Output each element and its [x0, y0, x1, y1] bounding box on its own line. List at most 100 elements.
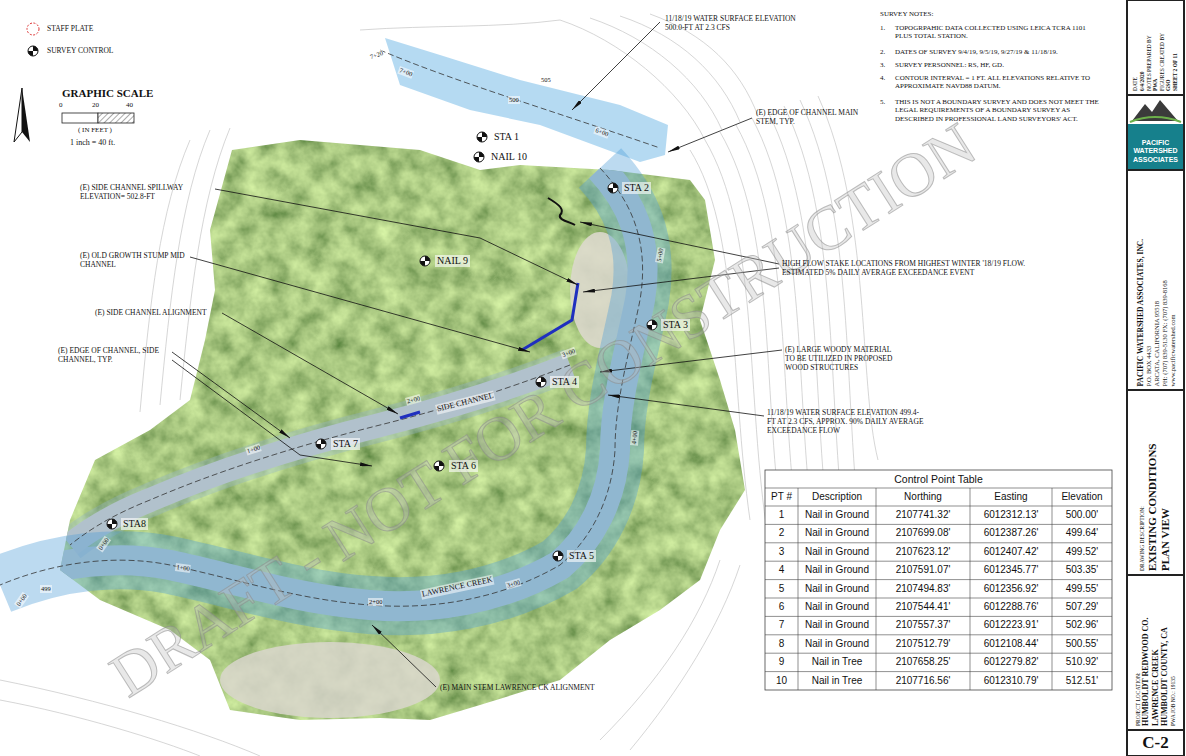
- table-cell: 2107544.41': [876, 598, 970, 616]
- title-block-text: PWA: [1152, 4, 1159, 91]
- map-text: 500: [508, 96, 520, 104]
- station-label: STA 2: [622, 182, 651, 194]
- table-cell: 500.55': [1052, 635, 1112, 653]
- table-cell: 6012312.13': [970, 506, 1052, 524]
- table-cell: 6012288.76': [970, 598, 1052, 616]
- title-block-text: LAWRENCE CREEK: [1151, 579, 1161, 726]
- annotation-text: (E) OLD GROWTH STUMP MID CHANNEL: [80, 251, 185, 269]
- annotation-text: (E) EDGE OF CHANNEL MAIN STEM, TYP.: [756, 108, 876, 126]
- annotation-text: CONTOUR INTERVAL = 1 FT. ALL ELEVATIONS …: [895, 74, 1095, 91]
- table-cell: 9: [765, 653, 798, 671]
- table-cell: 499.52': [1052, 543, 1112, 561]
- map-text: 499: [40, 585, 52, 593]
- table-cell: 2107716.56': [876, 672, 970, 690]
- table-header: Elevation: [1052, 488, 1112, 506]
- rotated-text-block: PROJECT LOCATION:HUMBOLDT REDWOOD CO.LAW…: [1130, 579, 1181, 726]
- drawing-description-box: DRAWING DESCRIPTION:EXISTING CONDITIONS …: [1127, 390, 1184, 575]
- table-title: Control Point Table: [765, 470, 1112, 488]
- station-label: STA 5: [567, 550, 596, 562]
- table-cell: 1: [765, 506, 798, 524]
- rotated-text-block: DATE6/4/2020NOTES PREPARED BYPWAFIGURES …: [1130, 4, 1181, 91]
- annotation-text: 2.: [880, 48, 885, 56]
- annotation-text: (E) SIDE CHANNEL SPILLWAY ELEVATION= 502…: [80, 183, 210, 201]
- title-block-text: DATE: [1132, 4, 1139, 91]
- table-header: PT #: [765, 488, 798, 506]
- rotated-text-block: PACIFIC WATERSHED ASSOCIATES, INC.P.O. B…: [1130, 174, 1181, 386]
- title-block-text: SHEET 2 OF 11: [1172, 4, 1179, 91]
- station-label: STA8: [121, 518, 148, 530]
- annotation-text: (E) LARGE WOODY MATERIAL TO BE UTILIZED …: [785, 345, 900, 372]
- map-text: 4+00: [630, 430, 639, 446]
- title-block-text: PACIFIC WATERSHED ASSOCIATES: [1130, 139, 1181, 164]
- annotation-text: 3.: [880, 61, 885, 69]
- annotation-text: ( IN FEET ): [78, 126, 112, 134]
- legend-label: STAFF PLATE: [47, 24, 93, 33]
- table-cell: 5: [765, 580, 798, 598]
- table-cell: 2: [765, 524, 798, 542]
- station-label: STA 7: [331, 438, 360, 450]
- table-cell: 6012356.92': [970, 580, 1052, 598]
- table-cell: 2107512.79': [876, 635, 970, 653]
- annotation-text: (E) MAIN STEM LAWRENCE CK ALIGNMENT: [440, 683, 595, 692]
- table-cell: 2107658.25': [876, 653, 970, 671]
- table-cell: Nail in Ground: [798, 524, 876, 542]
- station-label: NAIL 10: [489, 151, 529, 163]
- table-cell: Nail in Ground: [798, 506, 876, 524]
- legend-label: SURVEY CONTROL: [47, 46, 113, 55]
- title-block-text: DRAWING DESCRIPTION:: [1139, 394, 1146, 571]
- title-block-text: HUMBOLDT COUNTY, CA: [1160, 579, 1170, 726]
- table-cell: 507.29': [1052, 598, 1112, 616]
- title-block-text: P.O. BOX 4433: [1144, 174, 1152, 386]
- annotation-text: SURVEY NOTES:: [880, 10, 933, 18]
- table-cell: 512.51': [1052, 672, 1112, 690]
- table-cell: Nail in Tree: [798, 653, 876, 671]
- table-cell: 6012108.44': [970, 635, 1052, 653]
- table-cell: 6012387.26': [970, 524, 1052, 542]
- annotation-text: HIGH FLOW STAKE LOCATIONS FROM HIGHEST W…: [782, 259, 1027, 277]
- annotation-text: TOPOGRPAHIC DATA COLLECTED USING LEICA T…: [895, 24, 1095, 41]
- table-cell: Nail in Ground: [798, 543, 876, 561]
- table-cell: 503.35': [1052, 561, 1112, 579]
- table-cell: Nail in Ground: [798, 561, 876, 579]
- logo-box: PACIFIC WATERSHED ASSOCIATES: [1127, 95, 1184, 170]
- table-cell: 2107494.83': [876, 580, 970, 598]
- annotation-text: 0: [59, 101, 63, 109]
- annotation-text: 11/18/19 WATER SURFACE ELEVATION 499.4-F…: [767, 408, 927, 435]
- title-block-text: EXISTING CONDITIONS PLAN VIEW: [1146, 421, 1172, 571]
- map-text: 2+00: [368, 598, 383, 606]
- table-cell: 3: [765, 543, 798, 561]
- station-label: STA 6: [449, 460, 478, 472]
- table-cell: 510.92': [1052, 653, 1112, 671]
- annotation-text: (E) SIDE CHANNEL ALIGNMENT: [95, 308, 207, 317]
- table-cell: 2107557.37': [876, 616, 970, 634]
- table-cell: 2107623.12': [876, 543, 970, 561]
- title-block-text: C-2: [1142, 733, 1168, 753]
- table-cell: 2107591.07': [876, 561, 970, 579]
- title-block-text: PWA JOB NO.: 19135: [1170, 579, 1177, 726]
- table-cell: 7: [765, 616, 798, 634]
- station-label: NAIL 9: [435, 255, 470, 267]
- title-block-text: GSO: [1165, 4, 1172, 91]
- station-label: STA 3: [661, 319, 690, 331]
- title-block-text: PH: (707) 839-5130 FX: (707) 839-8168: [1160, 174, 1168, 386]
- annotation-text: SURVEY PERSONNEL: RS, HF, GD.: [895, 61, 1004, 69]
- title-block-text: FIGURES CREATED BY: [1159, 4, 1166, 91]
- title-block-text: NOTES PREPARED BY: [1146, 4, 1153, 91]
- table-cell: 4: [765, 561, 798, 579]
- station-label: STA 1: [492, 131, 521, 143]
- table-cell: 6012407.42': [970, 543, 1052, 561]
- title-block-text: 6/4/2020: [1139, 4, 1146, 91]
- table-cell: 499.55': [1052, 580, 1112, 598]
- station-label: STA 4: [550, 376, 579, 388]
- table-header: Easting: [970, 488, 1052, 506]
- sheet-info-box: DATE6/4/2020NOTES PREPARED BYPWAFIGURES …: [1127, 0, 1184, 95]
- annotation-text: 11/18/19 WATER SURFACE ELEVATION 500.0-F…: [665, 14, 815, 32]
- annotation-text: DATES OF SURVEY 9/4/19, 9/5/19, 9/27/19 …: [895, 48, 1058, 56]
- table-cell: 2107699.08': [876, 524, 970, 542]
- annotation-text: 5.: [880, 98, 885, 106]
- annotation-text: THIS IS NOT A BOUNDARY SURVEY AND DOES N…: [895, 98, 1105, 123]
- title-block-text: ARCATA, CALIFORNIA 95518: [1152, 174, 1160, 386]
- table-cell: Nail in Ground: [798, 616, 876, 634]
- annotation-text: 4.: [880, 74, 885, 82]
- table-header: Description: [798, 488, 876, 506]
